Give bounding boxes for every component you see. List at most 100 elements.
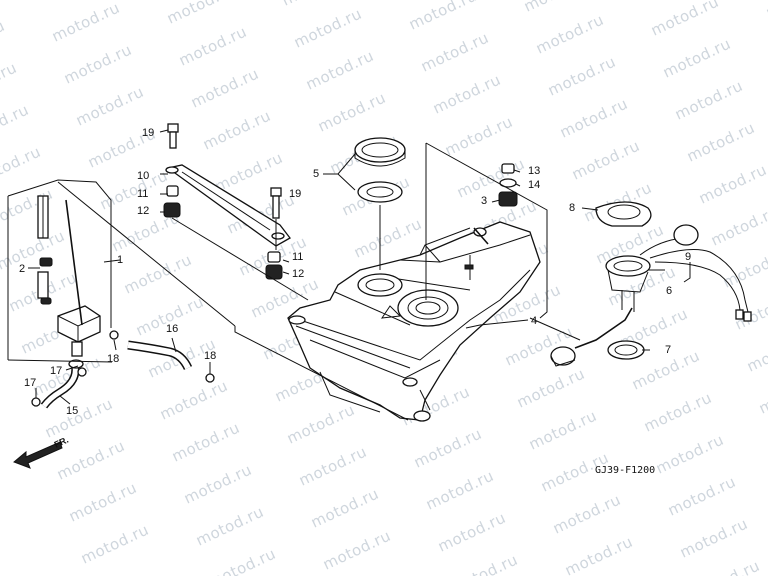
watermark-text: motod.ru bbox=[188, 65, 262, 112]
watermark-text: motod.ru bbox=[641, 389, 715, 436]
watermark-text: motod.ru bbox=[689, 557, 763, 576]
watermark-text: motod.ru bbox=[320, 527, 394, 574]
callout-3: 3 bbox=[481, 195, 487, 207]
callout-19-left: 19 bbox=[142, 127, 154, 139]
collar-11-right bbox=[267, 251, 281, 263]
watermark-text: motod.ru bbox=[435, 509, 509, 556]
watermark-text: motod.ru bbox=[763, 0, 768, 22]
watermark-text: motod.ru bbox=[430, 71, 504, 118]
watermark-text: motod.ru bbox=[562, 533, 636, 576]
watermark-text: motod.ru bbox=[660, 35, 734, 82]
watermark-text: motod.ru bbox=[49, 0, 123, 46]
watermark-text: motod.ru bbox=[557, 95, 631, 142]
watermark-text: motod.ru bbox=[315, 89, 389, 136]
clip-18-right bbox=[205, 373, 215, 383]
watermark-text: motod.ru bbox=[514, 365, 588, 412]
watermark-text: motod.ru bbox=[279, 0, 353, 10]
callout-4: 4 bbox=[531, 315, 537, 327]
watermark-text: motod.ru bbox=[73, 83, 147, 130]
watermark-text: motod.ru bbox=[418, 29, 492, 76]
callout-11-right: 11 bbox=[292, 251, 303, 263]
watermark-text: motod.ru bbox=[521, 0, 595, 16]
clip-17-cock bbox=[77, 367, 87, 377]
watermark-text: motod.ru bbox=[648, 0, 722, 40]
watermark-text: motod.ru bbox=[66, 479, 140, 526]
watermark-text: motod.ru bbox=[672, 77, 746, 124]
watermark-text: motod.ru bbox=[200, 107, 274, 154]
bolt-19-right bbox=[270, 187, 282, 219]
tank-bracket bbox=[165, 164, 291, 247]
watermark-text: motod.ru bbox=[696, 161, 768, 208]
bolt-19-left bbox=[167, 123, 179, 149]
grommet-3 bbox=[498, 191, 518, 207]
watermark-text: motod.ru bbox=[447, 551, 521, 576]
watermark-text: motod.ru bbox=[78, 521, 152, 568]
watermark-text: motod.ru bbox=[30, 353, 104, 400]
grommet-12-left bbox=[163, 202, 181, 218]
callout-17-cock: 17 bbox=[50, 365, 62, 377]
callout-18-left: 18 bbox=[107, 353, 119, 365]
callout-6: 6 bbox=[666, 285, 672, 297]
breather-tube bbox=[127, 340, 193, 371]
clip-18-left bbox=[109, 330, 119, 340]
watermark-text: motod.ru bbox=[533, 11, 607, 58]
grommet-12-right bbox=[265, 264, 283, 280]
callout-9: 9 bbox=[685, 251, 691, 263]
watermark-text: motod.ru bbox=[423, 467, 497, 514]
watermark-text: motod.ru bbox=[665, 473, 739, 520]
watermark-text: motod.ru bbox=[0, 59, 20, 106]
watermark-text: motod.ru bbox=[677, 515, 751, 562]
watermark-text: motod.ru bbox=[653, 431, 727, 478]
watermark-text: motod.ru bbox=[193, 503, 267, 550]
callout-11-left: 11 bbox=[137, 188, 148, 200]
watermark-text: motod.ru bbox=[97, 167, 171, 214]
callout-labels: 1 2 3 4 5 6 7 8 9 10 11 11 12 12 13 14 1… bbox=[19, 127, 691, 417]
watermark-text: motod.ru bbox=[291, 5, 365, 52]
watermark-text: motod.ru bbox=[406, 0, 480, 34]
watermark-text: motod.ru bbox=[181, 461, 255, 508]
clip-17-tube bbox=[31, 397, 41, 407]
watermark-text: motod.ru bbox=[0, 101, 32, 148]
callout-12-right: 12 bbox=[292, 268, 304, 280]
callout-18-right: 18 bbox=[204, 350, 216, 362]
callout-17-tube: 17 bbox=[24, 377, 36, 389]
watermark-text: motod.ru bbox=[756, 371, 768, 418]
diagram-code: GJ39-F1200 bbox=[595, 465, 655, 476]
watermark-text: motod.ru bbox=[284, 401, 358, 448]
callout-19-right: 19 bbox=[289, 188, 301, 200]
watermark-text: motod.ru bbox=[157, 377, 231, 424]
watermark-text: motod.ru bbox=[169, 419, 243, 466]
watermark-text: motod.ru bbox=[0, 17, 8, 64]
nut-13 bbox=[501, 163, 515, 174]
watermark-text: motod.ru bbox=[0, 143, 44, 190]
callout-12-left: 12 bbox=[137, 205, 149, 217]
watermark-text: motod.ru bbox=[545, 53, 619, 100]
callout-13: 13 bbox=[528, 165, 540, 177]
watermark-text: motod.ru bbox=[205, 545, 279, 576]
watermark-text: motod.ru bbox=[296, 443, 370, 490]
fuel-tube bbox=[40, 359, 84, 409]
watermark-text: motod.ru bbox=[61, 41, 135, 88]
watermark-text: motod.ru bbox=[442, 113, 516, 160]
watermark-text: motod.ru bbox=[303, 47, 377, 94]
callout-1: 1 bbox=[117, 254, 123, 266]
watermark-text: motod.ru bbox=[411, 425, 485, 472]
packing-ring bbox=[607, 340, 645, 360]
watermark-text: motod.ru bbox=[164, 0, 238, 28]
watermark-text: motod.ru bbox=[0, 227, 68, 274]
leader-lines bbox=[7, 129, 691, 421]
callout-15: 15 bbox=[66, 405, 78, 417]
watermark-text: motod.ru bbox=[526, 407, 600, 454]
fuel-tank bbox=[287, 221, 541, 422]
callout-2: 2 bbox=[19, 263, 25, 275]
watermark-text: motod.ru bbox=[351, 215, 425, 262]
fuel-cap bbox=[354, 137, 406, 203]
watermark-text: motod.ru bbox=[684, 119, 758, 166]
watermark-text: motod.ru bbox=[121, 251, 195, 298]
watermark-text: motod.ru bbox=[569, 137, 643, 184]
collar-11-left bbox=[166, 185, 179, 197]
watermark-text: motod.ru bbox=[550, 491, 624, 538]
callout-16: 16 bbox=[166, 323, 178, 335]
fuel-gauge-unit bbox=[550, 224, 752, 367]
watermark-text: motod.ru bbox=[708, 203, 768, 250]
